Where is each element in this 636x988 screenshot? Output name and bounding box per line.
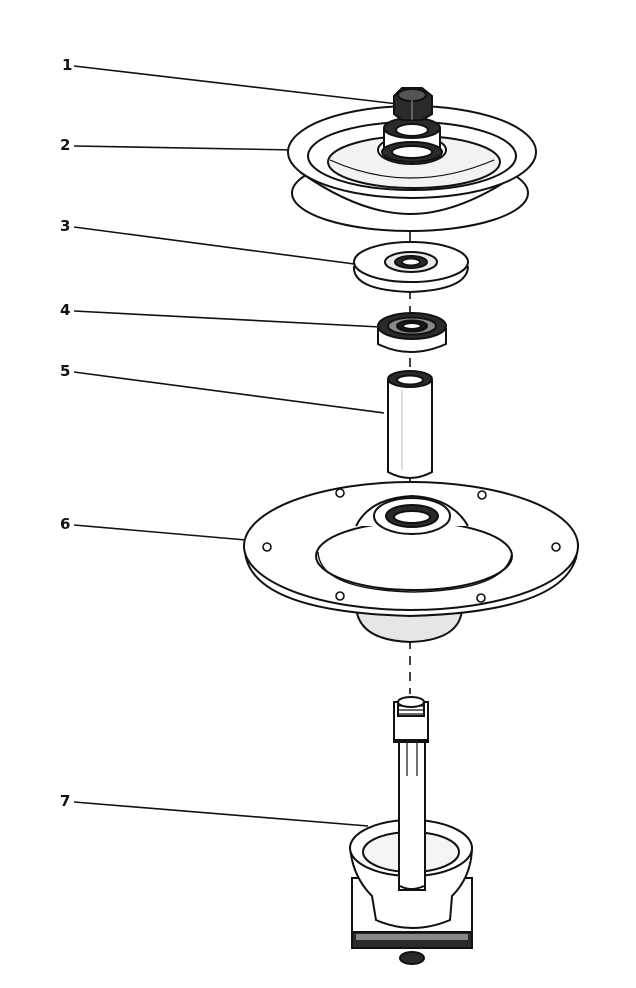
leader-lines — [73, 65, 399, 827]
leader-line-5 — [73, 371, 385, 414]
leader-line-1 — [73, 65, 399, 105]
callout-label-6: 6 — [60, 515, 71, 533]
callout-label-7: 7 — [60, 792, 71, 810]
callout-label-1: 1 — [62, 56, 73, 74]
part-spacer-tube — [387, 370, 433, 479]
part-pulley — [287, 105, 537, 232]
part-hex-nut — [393, 87, 433, 121]
part-bearing — [377, 312, 447, 353]
leader-line-6 — [73, 524, 247, 541]
bolt-holes — [262, 488, 561, 603]
callout-label-4: 4 — [60, 301, 71, 319]
leader-line-3 — [73, 226, 363, 266]
callout-label-3: 3 — [60, 217, 71, 235]
leader-line-4 — [73, 310, 381, 328]
callout-label-5: 5 — [60, 362, 71, 380]
leader-line-7 — [73, 801, 369, 827]
leader-line-2 — [73, 145, 297, 151]
part-spindle-shaft — [349, 696, 473, 965]
part-washer-cap — [352, 241, 469, 294]
part-spindle-housing — [243, 481, 579, 644]
callout-label-2: 2 — [60, 136, 71, 154]
